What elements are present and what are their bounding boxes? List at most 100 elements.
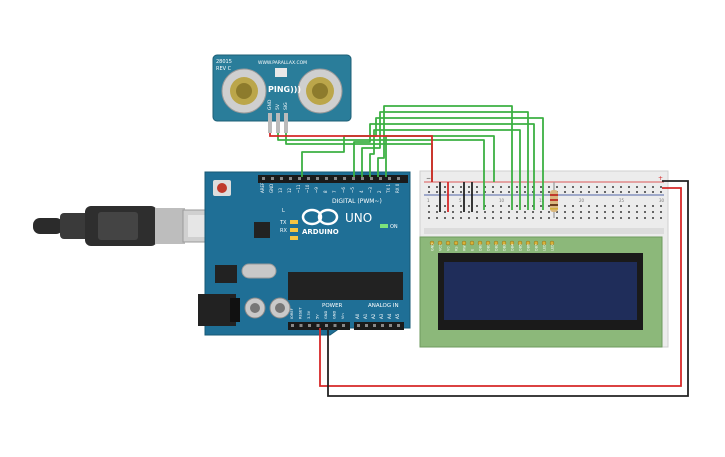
breadboard-hole[interactable] [500, 191, 502, 193]
lcd-pin[interactable] [485, 240, 491, 246]
breadboard-hole[interactable] [436, 217, 438, 219]
lcd-pin[interactable] [525, 240, 531, 246]
breadboard-hole[interactable] [612, 211, 614, 213]
breadboard-hole[interactable] [492, 217, 494, 219]
power-pin[interactable] [333, 324, 337, 327]
breadboard-hole[interactable] [556, 186, 558, 188]
breadboard-hole[interactable] [460, 186, 462, 188]
breadboard-hole[interactable] [492, 186, 494, 188]
breadboard-hole[interactable] [460, 217, 462, 219]
breadboard-hole[interactable] [452, 191, 454, 193]
breadboard-hole[interactable] [564, 205, 566, 207]
breadboard-hole[interactable] [660, 191, 662, 193]
breadboard-hole[interactable] [644, 191, 646, 193]
breadboard-hole[interactable] [500, 186, 502, 188]
breadboard-hole[interactable] [452, 217, 454, 219]
breadboard-hole[interactable] [564, 191, 566, 193]
breadboard-hole[interactable] [636, 211, 638, 213]
power-pin[interactable] [308, 324, 311, 327]
breadboard-hole[interactable] [540, 217, 542, 219]
breadboard-hole[interactable] [436, 211, 438, 213]
breadboard-hole[interactable] [652, 191, 654, 193]
digital-pin[interactable] [397, 177, 400, 180]
power-pin[interactable] [325, 324, 328, 327]
breadboard-hole[interactable] [644, 211, 646, 213]
breadboard-hole[interactable] [596, 211, 598, 213]
breadboard-hole[interactable] [460, 191, 462, 193]
digital-pin[interactable] [388, 177, 391, 180]
power-pin[interactable] [316, 324, 320, 327]
breadboard-hole[interactable] [532, 217, 534, 219]
breadboard-hole[interactable] [540, 191, 542, 193]
breadboard-hole[interactable] [428, 205, 430, 207]
breadboard-hole[interactable] [604, 205, 606, 207]
digital-pin[interactable] [262, 177, 265, 180]
breadboard-hole[interactable] [452, 186, 454, 188]
breadboard-hole[interactable] [660, 211, 662, 213]
breadboard-hole[interactable] [476, 217, 478, 219]
digital-pin[interactable] [352, 177, 355, 180]
breadboard-hole[interactable] [588, 211, 590, 213]
breadboard-hole[interactable] [556, 217, 558, 219]
lcd-pin[interactable] [509, 240, 515, 246]
breadboard-hole[interactable] [444, 191, 446, 193]
breadboard-hole[interactable] [572, 186, 574, 188]
breadboard-hole[interactable] [428, 211, 430, 213]
breadboard-hole[interactable] [468, 217, 470, 219]
breadboard-hole[interactable] [660, 205, 662, 207]
breadboard-hole[interactable] [468, 211, 470, 213]
lcd-pin[interactable] [453, 240, 459, 246]
breadboard-hole[interactable] [572, 211, 574, 213]
breadboard-hole[interactable] [524, 211, 526, 213]
breadboard-hole[interactable] [516, 191, 518, 193]
breadboard-hole[interactable] [484, 211, 486, 213]
lcd-pin[interactable] [533, 240, 539, 246]
breadboard-hole[interactable] [428, 217, 430, 219]
breadboard-hole[interactable] [500, 205, 502, 207]
breadboard-hole[interactable] [628, 217, 630, 219]
breadboard-hole[interactable] [476, 211, 478, 213]
digital-pin[interactable] [325, 177, 328, 180]
breadboard-hole[interactable] [492, 191, 494, 193]
lcd-pin[interactable] [549, 240, 555, 246]
breadboard-hole[interactable] [588, 191, 590, 193]
breadboard-hole[interactable] [628, 205, 630, 207]
digital-pin[interactable] [343, 177, 346, 180]
digital-pin[interactable] [307, 177, 310, 180]
digital-pin[interactable] [361, 177, 364, 180]
breadboard-hole[interactable] [596, 186, 598, 188]
breadboard-hole[interactable] [620, 217, 622, 219]
breadboard-hole[interactable] [460, 205, 462, 207]
breadboard-hole[interactable] [612, 191, 614, 193]
breadboard-hole[interactable] [612, 217, 614, 219]
breadboard-hole[interactable] [532, 191, 534, 193]
breadboard-hole[interactable] [572, 191, 574, 193]
breadboard-hole[interactable] [476, 205, 478, 207]
breadboard-hole[interactable] [508, 205, 510, 207]
breadboard-hole[interactable] [636, 217, 638, 219]
digital-pin[interactable] [271, 177, 274, 180]
digital-pin[interactable] [316, 177, 319, 180]
breadboard-hole[interactable] [492, 205, 494, 207]
breadboard-hole[interactable] [612, 186, 614, 188]
analog-pin[interactable] [389, 324, 392, 327]
breadboard-hole[interactable] [620, 191, 622, 193]
breadboard-hole[interactable] [524, 205, 526, 207]
breadboard-hole[interactable] [652, 211, 654, 213]
breadboard-hole[interactable] [604, 186, 606, 188]
breadboard-hole[interactable] [468, 205, 470, 207]
breadboard-hole[interactable] [444, 186, 446, 188]
breadboard-hole[interactable] [636, 205, 638, 207]
breadboard-hole[interactable] [444, 217, 446, 219]
breadboard-hole[interactable] [596, 205, 598, 207]
breadboard-hole[interactable] [468, 191, 470, 193]
breadboard-hole[interactable] [452, 211, 454, 213]
digital-pin[interactable] [298, 177, 301, 180]
power-pin[interactable] [342, 324, 345, 327]
breadboard-hole[interactable] [620, 211, 622, 213]
breadboard-hole[interactable] [588, 217, 590, 219]
analog-pin[interactable] [373, 324, 376, 327]
breadboard-hole[interactable] [644, 217, 646, 219]
breadboard-hole[interactable] [580, 217, 582, 219]
lcd-pin[interactable] [477, 240, 483, 246]
